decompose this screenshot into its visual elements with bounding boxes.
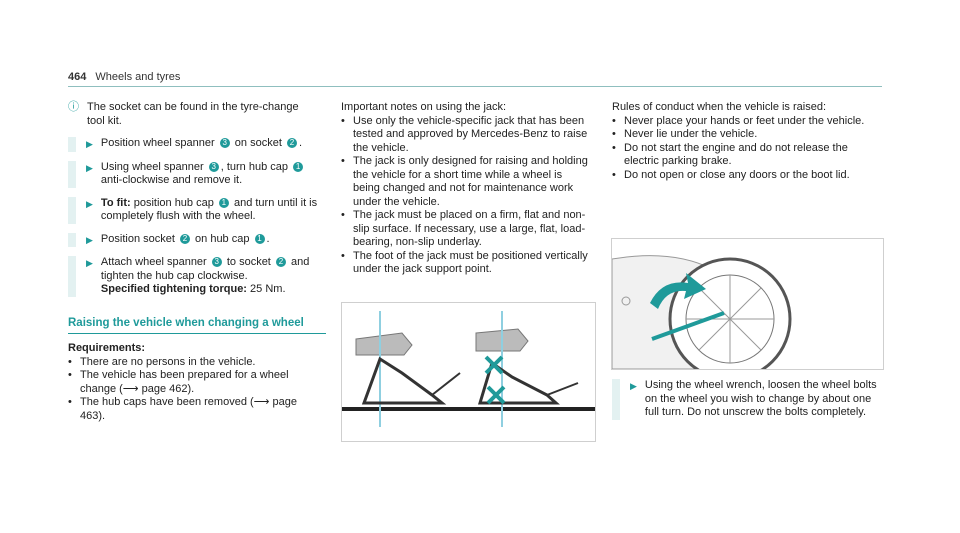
- note-block: ⓘ The socket can be found in the tyre-ch…: [68, 101, 318, 128]
- list-item: The foot of the jack must be positioned …: [341, 250, 591, 277]
- step-lead: Specified tightening torque:: [100, 283, 247, 295]
- triangle-right-icon: ▶: [630, 381, 637, 391]
- step-text-part: Attach wheel spanner: [100, 256, 207, 268]
- jack-notes-intro: Important notes on using the jack:: [341, 101, 507, 113]
- list-item: Never place your hands or feet under the…: [612, 115, 882, 129]
- vehicle-sill-left: [355, 332, 413, 356]
- step-text: Position wheel spanner 3 on socket 2.: [101, 137, 302, 152]
- step-text: Position socket 2 on hub cap 1.: [101, 233, 270, 248]
- step-block-1: ▶ Position wheel spanner 3 on socket 2.: [68, 137, 318, 152]
- step-text-part: Position wheel spanner: [100, 137, 215, 149]
- step-text: To fit: position hub cap 1 and turn unti…: [101, 197, 318, 224]
- torque-value: 25 Nm.: [250, 283, 286, 295]
- step-text-part: to socket: [226, 256, 271, 268]
- step-text-part: and tighten the hub cap clockwise.: [100, 256, 310, 282]
- step-bar: [68, 137, 76, 152]
- cross-icon: [484, 355, 506, 405]
- badge-1: 1: [218, 197, 229, 208]
- step-block-5: ▶ Attach wheel spanner 3 to socket 2 and…: [68, 256, 318, 297]
- step-text-part: Using wheel spanner: [100, 160, 204, 173]
- step-text-part: Position socket: [100, 232, 175, 245]
- list-item: Never lie under the vehicle.: [612, 128, 882, 142]
- list-item: There are no persons in the vehicle.: [68, 356, 318, 370]
- step-block-2: ▶ Using wheel spanner 3, turn hub cap 1 …: [68, 160, 318, 188]
- rules-list: Never place your hands or feet under the…: [612, 115, 882, 183]
- page-number: 464: [68, 71, 87, 83]
- jack-left: [361, 356, 447, 405]
- triangle-right-icon: ▶: [86, 162, 93, 173]
- step-text-part: on socket: [234, 137, 282, 149]
- column-3: Rules of conduct when the vehicle is rai…: [612, 101, 882, 182]
- step-bar: [68, 196, 76, 224]
- page-section-title: Wheels and tyres: [95, 71, 181, 83]
- jack-handle-right: [546, 382, 579, 396]
- jack-notes-list: Use only the vehicle-specific jack that …: [341, 115, 591, 277]
- body-detail: [621, 296, 631, 306]
- column-3-step: ▶ Using the wheel wrench, loosen the whe…: [612, 379, 882, 429]
- requirements-list: There are no persons in the vehicle. The…: [68, 356, 318, 424]
- step-bar: [612, 379, 620, 420]
- step-block-4: ▶ Position socket 2 on hub cap 1.: [68, 232, 318, 248]
- header-rule: [68, 86, 882, 87]
- column-2: Important notes on using the jack: Use o…: [341, 101, 591, 277]
- step-bar: [68, 256, 76, 297]
- badge-3: 3: [211, 257, 222, 268]
- list-item: Use only the vehicle-specific jack that …: [341, 115, 591, 156]
- list-item: Do not open or close any doors or the bo…: [612, 169, 882, 183]
- requirements-label: Requirements:: [68, 342, 146, 354]
- note-text: The socket can be found in the tyre-chan…: [87, 101, 299, 127]
- step-text-part: on hub cap: [195, 232, 250, 245]
- badge-1: 1: [254, 233, 265, 244]
- step-text-part: position hub cap: [133, 196, 214, 209]
- step-text-part: and turn until it is completely flush wi…: [100, 196, 318, 223]
- step-text-part: , turn hub cap: [220, 160, 288, 173]
- step-text: Attach wheel spanner 3 to socket 2 and t…: [101, 256, 318, 297]
- step-text-part: anti-clockwise and remove it.: [100, 174, 243, 186]
- badge-2: 2: [179, 233, 190, 244]
- column-1: ⓘ The socket can be found in the tyre-ch…: [68, 101, 326, 424]
- jack-handle-left: [431, 372, 461, 396]
- list-item: The hub caps have been removed (⟶ page 4…: [68, 396, 318, 423]
- step-lead: To fit:: [100, 196, 131, 209]
- jack-position-drawing: [342, 311, 595, 427]
- step-text-part: .: [266, 232, 270, 245]
- rotation-arrow-icon: [650, 273, 706, 309]
- triangle-right-icon: ▶: [86, 198, 93, 209]
- jack-position-illustration: [341, 302, 596, 442]
- rim-spokes: [686, 275, 774, 363]
- triangle-right-icon: ▶: [86, 258, 93, 268]
- triangle-right-icon: ▶: [86, 234, 93, 245]
- badge-2: 2: [286, 138, 297, 149]
- wheel-wrench-illustration: [611, 238, 884, 381]
- list-item: The jack is only designed for raising an…: [341, 155, 591, 209]
- step-bar: [68, 160, 76, 188]
- section-heading: Raising the vehicle when changing a whee…: [68, 317, 326, 334]
- list-item: The jack must be placed on a firm, flat …: [341, 209, 591, 250]
- step-text-part: .: [298, 137, 303, 149]
- badge-1: 1: [293, 161, 304, 172]
- step-text: Using the wheel wrench, loosen the wheel…: [644, 379, 877, 418]
- wheel-wrench-drawing: [611, 255, 792, 381]
- step-block-3: ▶ To fit: position hub cap 1 and turn un…: [68, 196, 318, 224]
- triangle-right-icon: ▶: [86, 139, 93, 149]
- page-header: 464 Wheels and tyres: [68, 71, 180, 83]
- step-text: Using wheel spanner 3, turn hub cap 1 an…: [101, 161, 318, 188]
- ground-line: [342, 407, 595, 411]
- badge-2: 2: [275, 257, 286, 268]
- step-block-6: ▶ Using the wheel wrench, loosen the whe…: [612, 379, 882, 420]
- list-item: Do not start the engine and do not relea…: [612, 142, 882, 169]
- rules-intro: Rules of conduct when the vehicle is rai…: [612, 101, 827, 113]
- badge-3: 3: [219, 138, 230, 149]
- badge-3: 3: [208, 161, 219, 172]
- step-bar: [68, 232, 76, 247]
- info-circle-icon: ⓘ: [68, 101, 79, 113]
- list-item: The vehicle has been prepared for a whee…: [68, 369, 318, 396]
- wheel-wrench: [651, 311, 725, 341]
